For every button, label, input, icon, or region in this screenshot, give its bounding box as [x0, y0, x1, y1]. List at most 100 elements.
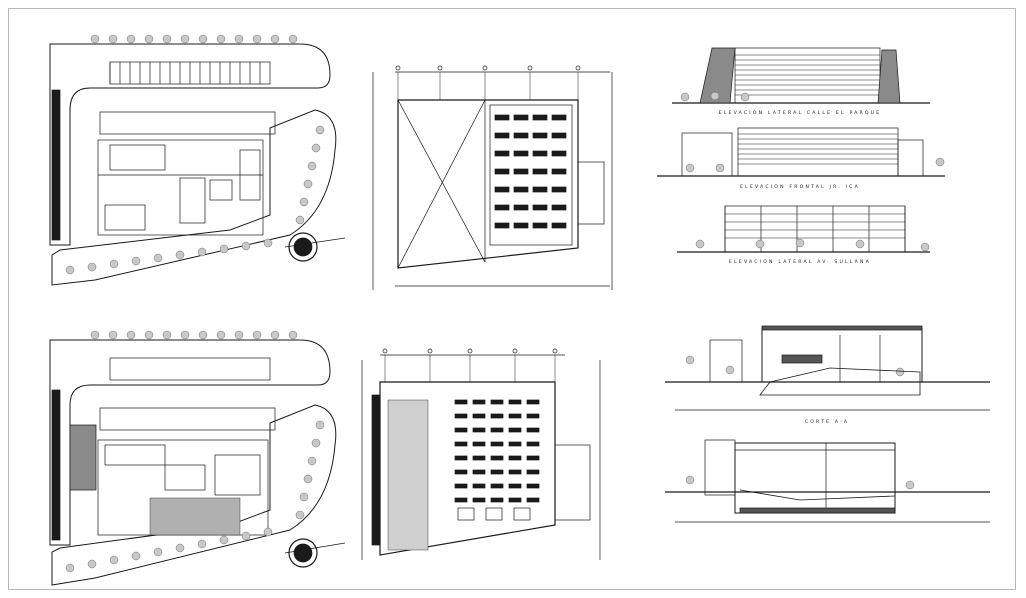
- tree-symbol: [303, 179, 313, 189]
- tree-symbol: [270, 34, 280, 44]
- furniture-block: [490, 469, 504, 475]
- site-plan-lower: [49, 330, 346, 586]
- grid-bubble: [482, 65, 488, 71]
- tree-symbol: [131, 256, 141, 266]
- desk-block: [551, 150, 567, 157]
- tree-symbol: [295, 510, 305, 520]
- tree-symbol: [180, 330, 190, 340]
- tree-symbol: [65, 265, 75, 275]
- tree-symbol: [175, 543, 185, 553]
- furniture-block: [472, 483, 486, 489]
- tree-symbol: [109, 555, 119, 565]
- tree-symbol: [180, 34, 190, 44]
- desk-block: [513, 132, 529, 139]
- tree-symbol: [219, 535, 229, 545]
- tree-symbol: [315, 125, 325, 135]
- tree-symbol: [715, 163, 725, 173]
- tree-symbol: [710, 91, 720, 101]
- tree-symbol: [108, 330, 118, 340]
- desk-block: [551, 186, 567, 193]
- furniture-block: [472, 399, 486, 405]
- tree-symbol: [198, 34, 208, 44]
- tree-symbol: [219, 244, 229, 254]
- furniture-block: [454, 469, 468, 475]
- tree-symbol: [299, 492, 309, 502]
- furniture-block: [472, 441, 486, 447]
- grid-bubble: [575, 65, 581, 71]
- furniture-block: [454, 441, 468, 447]
- tree-symbol: [87, 559, 97, 569]
- desk-block: [532, 132, 548, 139]
- desk-block: [494, 132, 510, 139]
- desk-block: [532, 186, 548, 193]
- tree-symbol: [740, 92, 750, 102]
- tree-symbol: [855, 239, 865, 249]
- tree-symbol: [108, 34, 118, 44]
- furniture-block: [526, 399, 540, 405]
- tree-symbol: [144, 330, 154, 340]
- tree-symbol: [299, 197, 309, 207]
- building-footprint: [97, 139, 264, 236]
- desk-block: [494, 114, 510, 121]
- furniture-block: [472, 427, 486, 433]
- desk-block: [513, 222, 529, 229]
- furniture-block: [454, 497, 468, 503]
- desk-block: [494, 150, 510, 157]
- desk-block: [532, 168, 548, 175]
- tree-symbol: [935, 157, 945, 167]
- furniture-block: [526, 413, 540, 419]
- desk-block: [532, 222, 548, 229]
- elevation-calle-el-parque: ELEVACION LATERAL CALLE EL PARQUE: [672, 47, 930, 116]
- furniture-block: [472, 413, 486, 419]
- desk-block: [532, 114, 548, 121]
- furniture-block: [526, 469, 540, 475]
- desk-block: [551, 168, 567, 175]
- furniture-block: [490, 399, 504, 405]
- tree-symbol: [153, 253, 163, 263]
- tree-symbol: [216, 330, 226, 340]
- furniture-block: [490, 455, 504, 461]
- desk-block: [513, 114, 529, 121]
- tree-symbol: [685, 163, 695, 173]
- elevation-av-sullana: ELEVACION LATERAL AV. SULLANA: [677, 205, 930, 265]
- tree-symbol: [241, 531, 251, 541]
- roof-plan: [372, 65, 613, 290]
- tree-symbol: [905, 480, 915, 490]
- tree-symbol: [725, 365, 735, 375]
- tree-symbol: [126, 330, 136, 340]
- furniture-block: [472, 497, 486, 503]
- furniture-block: [490, 413, 504, 419]
- parking-row-middle: [99, 111, 276, 135]
- furniture-block: [490, 483, 504, 489]
- tree-symbol: [315, 420, 325, 430]
- furniture-block: [490, 427, 504, 433]
- tree-symbol: [216, 34, 226, 44]
- furniture-block: [526, 427, 540, 433]
- tree-symbol: [252, 34, 262, 44]
- tree-symbol: [680, 92, 690, 102]
- desk-block: [551, 222, 567, 229]
- grid-bubble: [512, 348, 518, 354]
- desk-block: [513, 150, 529, 157]
- tree-symbol: [90, 330, 100, 340]
- tree-symbol: [288, 34, 298, 44]
- furniture-block: [454, 399, 468, 405]
- tree-symbol: [288, 330, 298, 340]
- furniture-block: [526, 483, 540, 489]
- tree-symbol: [303, 474, 313, 484]
- tree-symbol: [307, 161, 317, 171]
- fixture-block: [457, 507, 475, 521]
- desk-block: [532, 150, 548, 157]
- tree-symbol: [234, 330, 244, 340]
- furniture-block: [472, 469, 486, 475]
- section-title-a: CORTE A-A: [805, 419, 849, 425]
- tree-symbol: [109, 259, 119, 269]
- tree-symbol: [90, 34, 100, 44]
- tree-symbol: [263, 527, 273, 537]
- section-b-b: [665, 439, 990, 523]
- furniture-block: [490, 497, 504, 503]
- section-a-a: CORTE A-A: [665, 325, 990, 425]
- north-arrow-lower: [284, 538, 346, 568]
- furniture-block: [508, 413, 522, 419]
